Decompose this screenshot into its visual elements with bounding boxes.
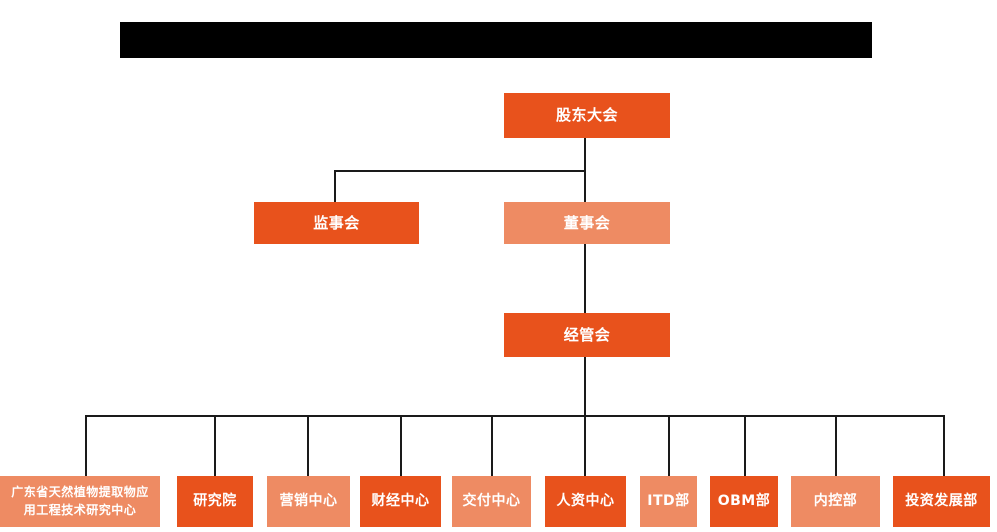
connector-drop-institute (214, 415, 216, 476)
node-investment-development-department[interactable]: 投资发展部 (893, 476, 990, 527)
node-finance-center[interactable]: 财经中心 (360, 476, 441, 527)
node-label: 交付中心 (462, 492, 521, 509)
node-human-resources-center[interactable]: 人资中心 (545, 476, 626, 527)
node-label: 研究院 (193, 492, 237, 509)
node-label-line-2: 用工程技术研究中心 (23, 502, 137, 517)
connector-drop-research-center (85, 415, 87, 476)
connector-drop-internal-control (835, 415, 837, 476)
node-label: OBM部 (717, 492, 771, 509)
node-label: ITD部 (647, 492, 690, 509)
node-delivery-center[interactable]: 交付中心 (452, 476, 531, 527)
node-label-line-1: 广东省天然植物提取物应 (11, 485, 149, 500)
connector-board-to-management (584, 243, 586, 313)
connector-drop-finance (400, 415, 402, 476)
connector-level1-bus (334, 170, 586, 172)
connector-shareholders-down (584, 138, 586, 171)
node-label: 监事会 (313, 213, 360, 232)
node-label: 人资中心 (556, 492, 615, 509)
node-internal-control-department[interactable]: 内控部 (791, 476, 880, 527)
connector-drop-marketing (307, 415, 309, 476)
node-natural-plant-extract-research-center[interactable]: 广东省天然植物提取物应 用工程技术研究中心 (0, 476, 160, 527)
connector-drop-obm (744, 415, 746, 476)
connector-to-board (584, 170, 586, 202)
connector-drop-hr (584, 415, 586, 476)
node-obm-department[interactable]: OBM部 (710, 476, 778, 527)
node-supervisory-board[interactable]: 监事会 (254, 202, 419, 244)
node-label: 内控部 (813, 492, 858, 509)
node-label: 投资发展部 (905, 492, 978, 509)
connector-drop-delivery (491, 415, 493, 476)
node-marketing-center[interactable]: 营销中心 (267, 476, 350, 527)
connector-to-supervisory (334, 170, 336, 202)
connector-management-to-bus (584, 357, 586, 416)
node-label: 董事会 (563, 213, 611, 232)
node-research-institute[interactable]: 研究院 (177, 476, 253, 527)
redacted-title-bar (120, 22, 872, 58)
node-label: 股东大会 (555, 106, 618, 125)
node-label: 营销中心 (279, 492, 338, 509)
node-label: 经管会 (563, 325, 611, 344)
node-board-of-directors[interactable]: 董事会 (504, 202, 670, 244)
connector-drop-investment (943, 415, 945, 476)
connector-drop-itd (668, 415, 670, 476)
node-itd-department[interactable]: ITD部 (640, 476, 697, 527)
node-label: 财经中心 (371, 492, 430, 509)
node-management-committee[interactable]: 经管会 (504, 313, 670, 357)
node-shareholders-meeting[interactable]: 股东大会 (504, 93, 670, 138)
connector-department-bus (85, 415, 945, 417)
